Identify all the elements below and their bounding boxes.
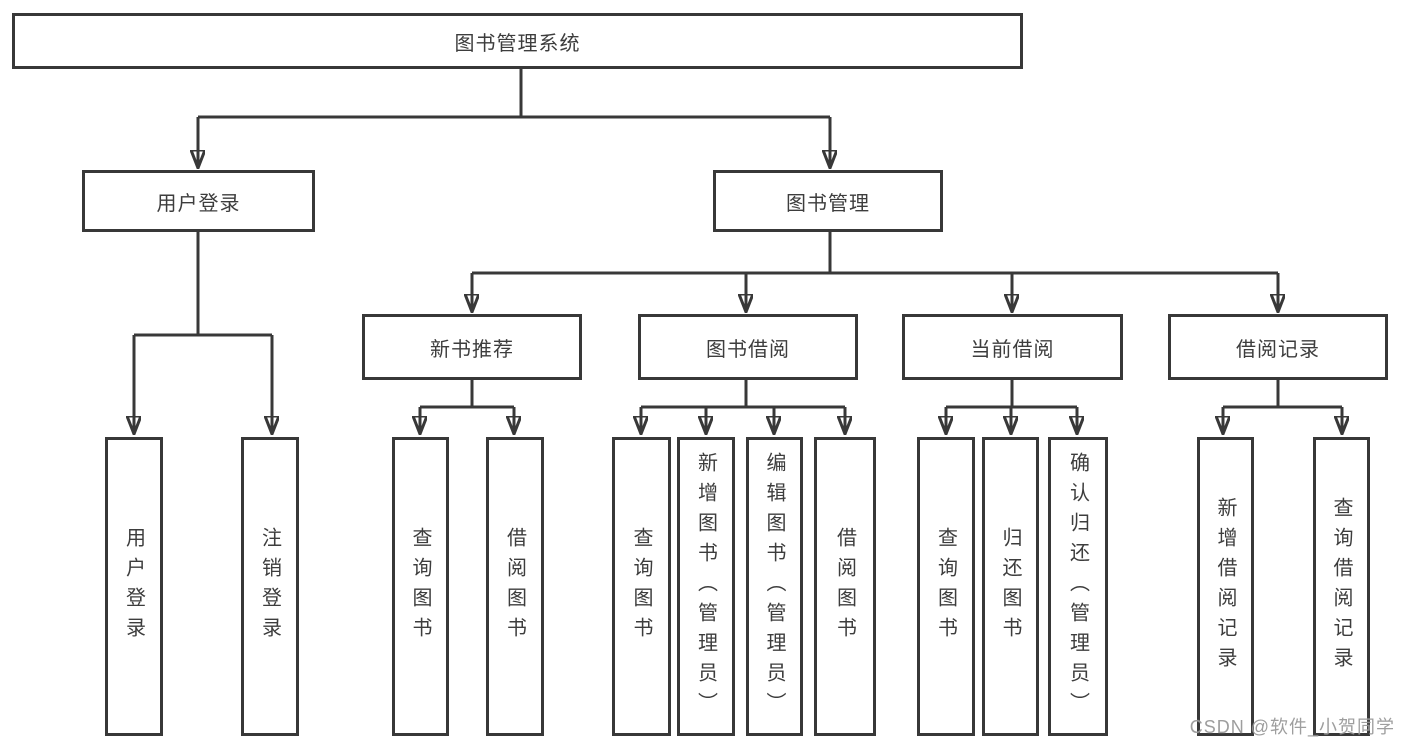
leaf-current-return-books: 归还图书 — [982, 437, 1039, 736]
leaf-records-query-borrow-record: 查询借阅记录 — [1313, 437, 1370, 736]
node-borrowing-records: 借阅记录 — [1168, 314, 1388, 380]
node-book-management: 图书管理 — [713, 170, 943, 232]
leaf-records-add-borrow-record: 新增借阅记录 — [1197, 437, 1254, 736]
node-current-borrowing: 当前借阅 — [902, 314, 1123, 380]
leaf-newbook-query-books: 查询图书 — [392, 437, 449, 736]
leaf-user-login: 用户登录 — [105, 437, 163, 736]
node-system-root: 图书管理系统 — [12, 13, 1023, 69]
leaf-newbook-borrow-books: 借阅图书 — [486, 437, 544, 736]
leaf-logout: 注销登录 — [241, 437, 299, 736]
leaf-borrow-add-books-admin: 新增图书（管理员） — [677, 437, 735, 736]
node-new-book-recommendation: 新书推荐 — [362, 314, 582, 380]
leaf-borrow-query-books: 查询图书 — [612, 437, 671, 736]
node-book-borrowing: 图书借阅 — [638, 314, 858, 380]
leaf-borrow-borrow-books: 借阅图书 — [814, 437, 876, 736]
node-user-login: 用户登录 — [82, 170, 315, 232]
leaf-borrow-edit-books-admin: 编辑图书（管理员） — [746, 437, 803, 736]
csdn-watermark: CSDN @软件_小贺同学 — [1189, 717, 1395, 737]
leaf-current-confirm-return-admin: 确认归还（管理员） — [1048, 437, 1108, 736]
leaf-current-query-books: 查询图书 — [917, 437, 975, 736]
